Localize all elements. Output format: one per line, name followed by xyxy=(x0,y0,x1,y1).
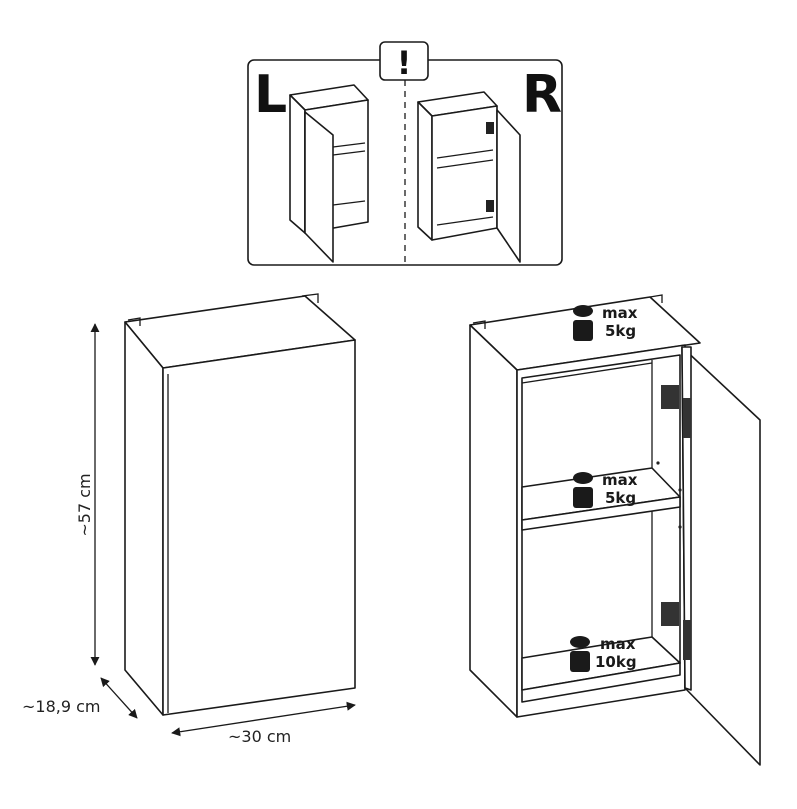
bottom-load-limit-value: 10kg xyxy=(595,653,637,671)
height-dimension-label: ~57 cm xyxy=(75,473,94,536)
weight-icon xyxy=(573,472,593,508)
depth-dimension-label: ~18,9 cm xyxy=(22,697,101,716)
closed-cabinet xyxy=(124,293,356,716)
right-variant-label: R xyxy=(522,65,562,125)
width-dimension-label: ~30 cm xyxy=(228,727,291,746)
top-load-limit-value: 5kg xyxy=(605,322,636,340)
left-hinged-cabinet-icon xyxy=(289,84,369,263)
hinge-icon xyxy=(661,385,691,438)
weight-icon xyxy=(573,305,593,341)
warning-badge xyxy=(379,41,429,81)
hinge-icon xyxy=(661,602,691,660)
shelf-load-limit-label: max xyxy=(602,471,638,489)
open-cabinet xyxy=(469,294,761,766)
hinge-icon xyxy=(486,200,494,212)
hinge-icon xyxy=(486,122,494,134)
top-load-limit-label: max xyxy=(602,304,638,322)
door-orientation-panel: ! L R xyxy=(247,41,563,266)
warning-icon: ! xyxy=(397,44,412,82)
weight-icon xyxy=(570,636,590,672)
shelf-load-limit-value: 5kg xyxy=(605,489,636,507)
right-hinged-cabinet-icon xyxy=(417,91,521,263)
bottom-load-limit-label: max xyxy=(600,635,636,653)
dimension-lines xyxy=(90,323,356,737)
left-variant-label: L xyxy=(254,65,287,125)
